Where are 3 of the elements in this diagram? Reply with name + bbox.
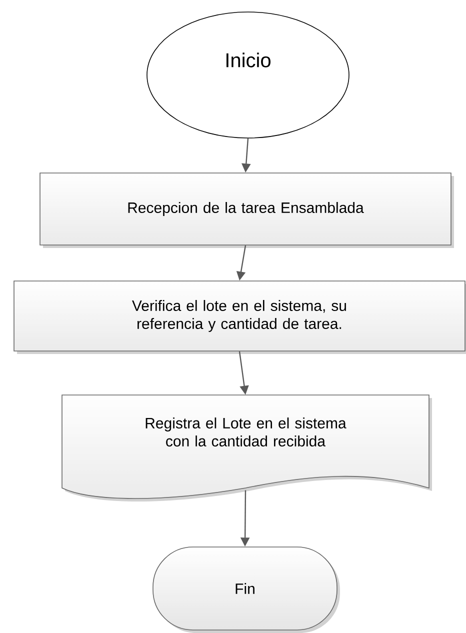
process-box: Recepcion de la tarea Ensamblada [40, 172, 454, 248]
end-terminator: Fin [152, 546, 340, 633]
process-box: Verifica el lote en el sistema, su referencia y cantidad de tarea. [14, 280, 466, 354]
